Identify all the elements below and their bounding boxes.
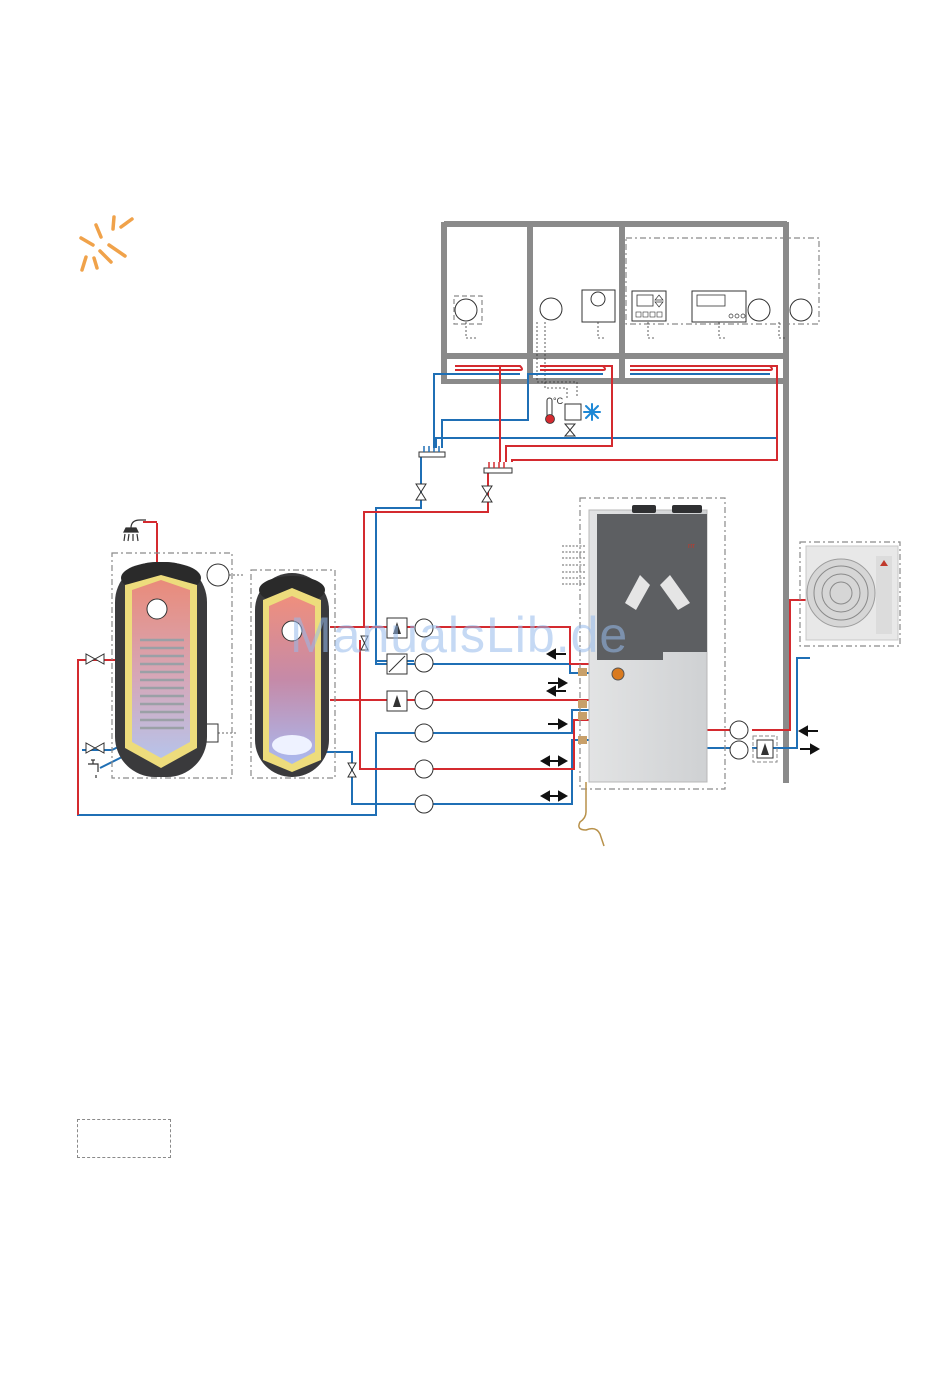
zone-valve-actuator	[565, 404, 581, 420]
outdoor-unit-icon	[806, 546, 898, 640]
watermark: ManualsLib.de	[290, 606, 628, 664]
buffer-tank	[255, 573, 329, 777]
sun-icon	[81, 217, 132, 270]
condensate-drain	[579, 782, 604, 846]
room1-sensor	[454, 296, 482, 338]
room-controller-icon	[632, 291, 666, 338]
svg-text:rrr: rrr	[688, 543, 696, 550]
dhw-tank	[115, 562, 207, 777]
system-controller	[692, 291, 812, 338]
manifolds	[419, 446, 512, 473]
floor-heating-loops	[448, 360, 772, 378]
shower-icon	[124, 520, 146, 541]
snowflake-icon	[584, 404, 600, 420]
signal-lines	[562, 546, 586, 584]
tap-icon	[88, 760, 98, 778]
legend-box	[77, 1119, 171, 1158]
thermostat-unit: °C	[553, 396, 564, 406]
